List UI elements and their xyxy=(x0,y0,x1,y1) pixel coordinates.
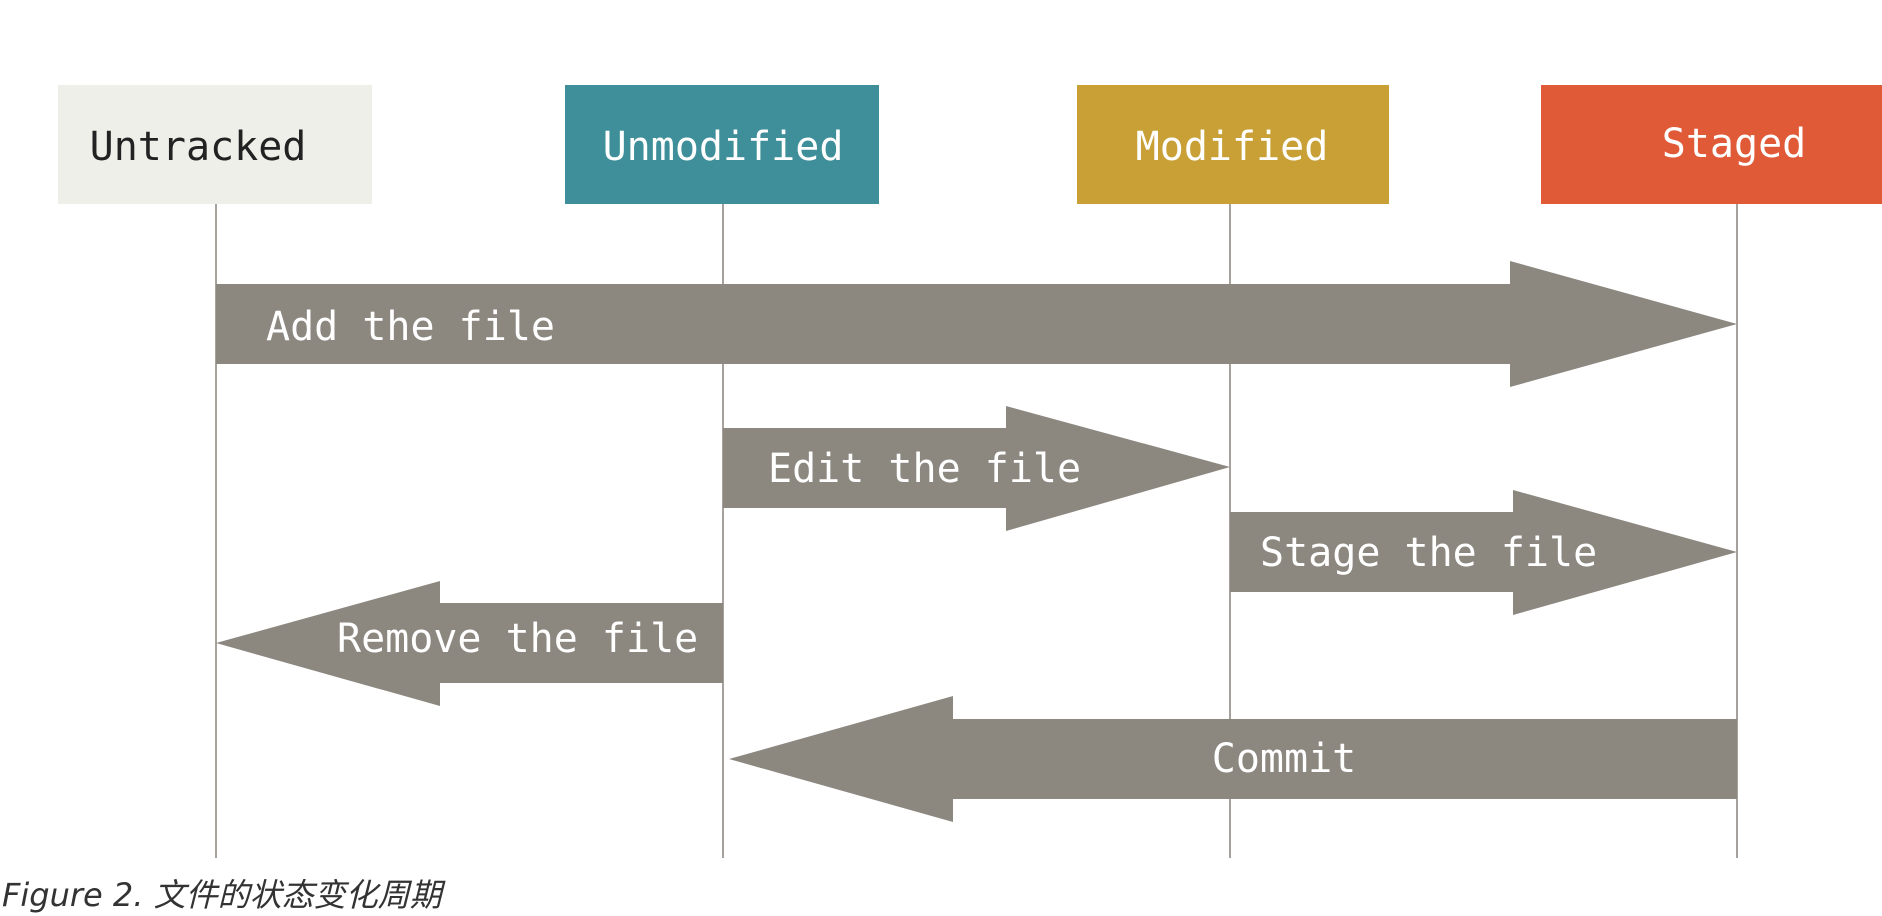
arrow-remove-the-file xyxy=(216,581,723,706)
arrow-label-edit-the-file: Edit the file xyxy=(768,446,1081,492)
state-label-unmodified: Unmodified xyxy=(603,124,844,170)
arrow-label-remove-the-file: Remove the file xyxy=(337,616,698,662)
arrow-edit-the-file xyxy=(723,406,1230,531)
arrow-label-commit: Commit xyxy=(1212,736,1357,782)
arrow-add-the-file xyxy=(216,261,1737,387)
file-status-lifecycle-diagram: Untracked Unmodified Modified Staged Add… xyxy=(58,85,1882,858)
figure-caption: Figure 2. 文件的状态变化周期 xyxy=(2,876,442,914)
arrow-commit xyxy=(729,696,1737,822)
state-label-modified: Modified xyxy=(1136,124,1329,170)
arrow-label-add-the-file: Add the file xyxy=(266,304,555,350)
arrow-stage-the-file xyxy=(1230,490,1737,615)
arrow-label-stage-the-file: Stage the file xyxy=(1260,530,1597,576)
state-label-untracked: Untracked xyxy=(90,124,307,170)
state-box-modified xyxy=(1077,85,1389,204)
state-box-staged xyxy=(1541,85,1882,204)
state-label-staged: Staged xyxy=(1662,121,1807,167)
state-box-unmodified xyxy=(565,85,879,204)
state-box-untracked xyxy=(58,85,372,204)
